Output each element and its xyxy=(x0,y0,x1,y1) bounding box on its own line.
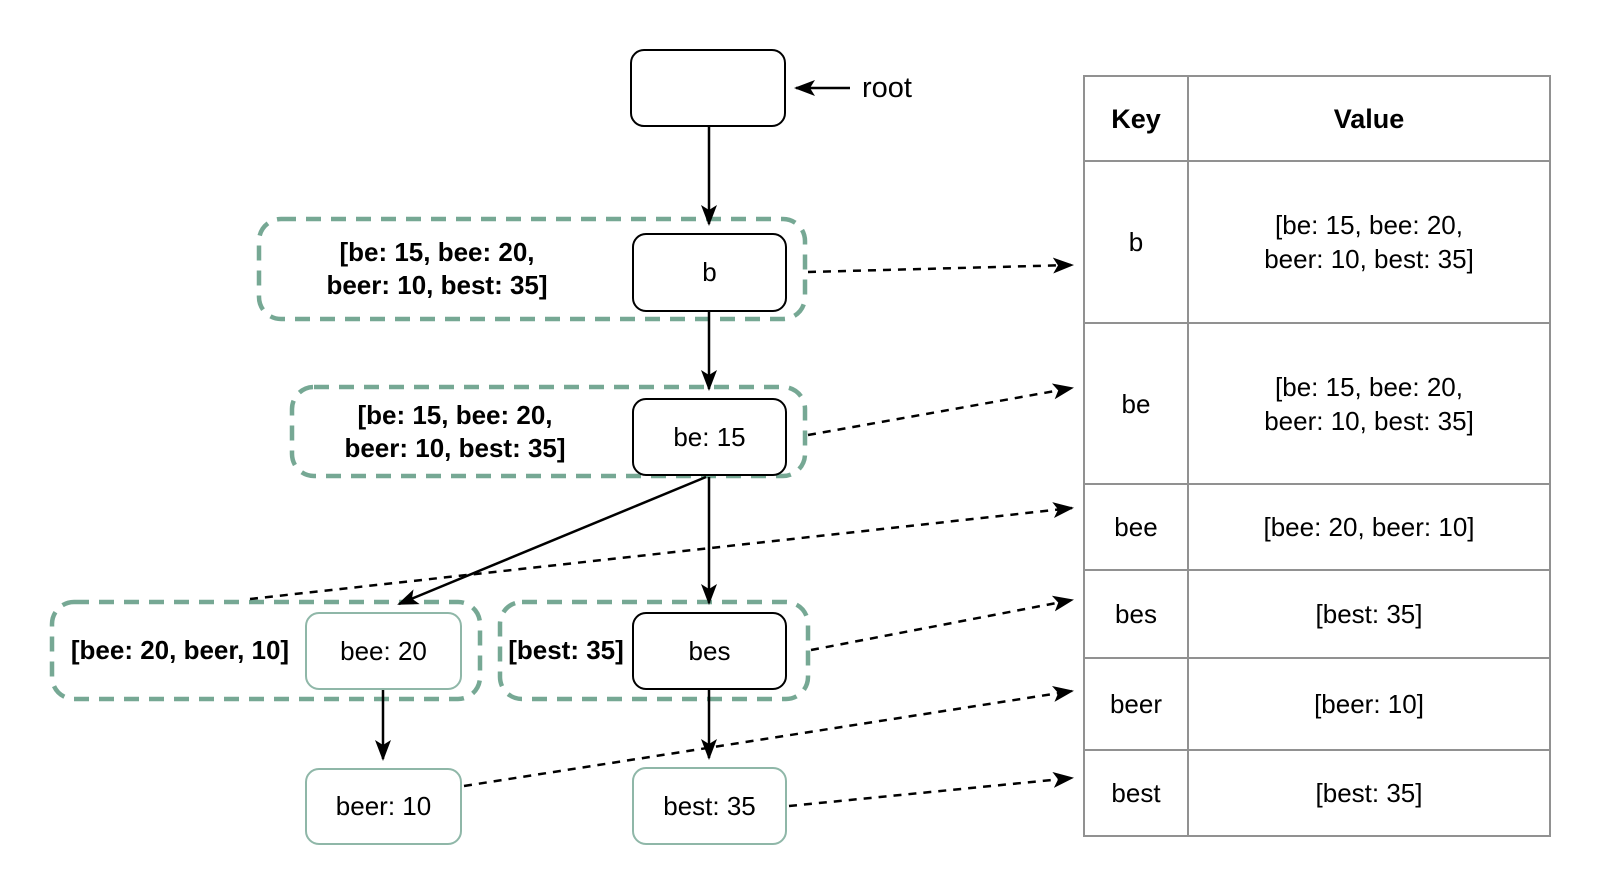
annotation-text-bes: [best: 35] xyxy=(508,635,624,665)
kv-key-be: be xyxy=(1083,322,1189,485)
kv-value-best: [best: 35] xyxy=(1187,749,1551,837)
arrow-be-to-bee xyxy=(397,475,707,606)
table-row: beer [beer: 10] xyxy=(1083,657,1551,751)
annotation-box-bes xyxy=(497,599,811,702)
kv-header-value: Value xyxy=(1187,75,1551,162)
kv-key-bes: bes xyxy=(1083,569,1189,659)
annotation-box-bee xyxy=(49,599,483,702)
annotation-text-bee: [bee: 20, beer, 10] xyxy=(70,635,290,665)
dashed-arrow-best-row xyxy=(788,771,1074,808)
dashed-arrow-beer-row xyxy=(463,686,1074,788)
annotation-box-be xyxy=(289,384,808,479)
kv-key-b: b xyxy=(1083,160,1189,324)
kv-value-bes: [best: 35] xyxy=(1187,569,1551,659)
dashed-arrow-bee-row xyxy=(249,502,1074,601)
kv-table-header-row: Key Value xyxy=(1083,75,1551,162)
kv-key-bee: bee xyxy=(1083,483,1189,571)
trie-node-be: be: 15 xyxy=(632,398,787,476)
dashed-arrow-b-row xyxy=(807,257,1074,274)
annotation-text-b: [be: 15, bee: 20, beer: 10, best: 35] xyxy=(326,237,548,300)
kv-value-bee: [bee: 20, beer: 10] xyxy=(1187,483,1551,571)
trie-node-bes: bes xyxy=(632,612,787,690)
trie-node-root xyxy=(630,49,786,127)
kv-value-be: [be: 15, bee: 20, beer: 10, best: 35] xyxy=(1187,322,1551,485)
kv-table: Key Value b [be: 15, bee: 20, beer: 10, … xyxy=(1083,75,1551,837)
table-row: bee [bee: 20, beer: 10] xyxy=(1083,483,1551,571)
kv-value-b: [be: 15, bee: 20, beer: 10, best: 35] xyxy=(1187,160,1551,324)
table-row: b [be: 15, bee: 20, beer: 10, best: 35] xyxy=(1083,160,1551,324)
trie-node-b: b xyxy=(632,233,787,312)
table-row: bes [best: 35] xyxy=(1083,569,1551,659)
kv-key-best: best xyxy=(1083,749,1189,837)
kv-key-beer: beer xyxy=(1083,657,1189,751)
trie-node-beer: beer: 10 xyxy=(305,768,462,845)
kv-header-key: Key xyxy=(1083,75,1189,162)
dashed-arrow-bes-row xyxy=(810,595,1074,652)
annotation-text-be: [be: 15, bee: 20, beer: 10, best: 35] xyxy=(344,399,566,463)
dashed-arrow-be-row xyxy=(807,383,1074,437)
annotation-box-b xyxy=(256,216,808,322)
trie-node-best: best: 35 xyxy=(632,767,787,845)
trie-node-bee: bee: 20 xyxy=(305,612,462,690)
root-pointer-label: root xyxy=(862,71,912,104)
table-row: be [be: 15, bee: 20, beer: 10, best: 35] xyxy=(1083,322,1551,485)
table-row: best [best: 35] xyxy=(1083,749,1551,837)
kv-value-beer: [beer: 10] xyxy=(1187,657,1551,751)
